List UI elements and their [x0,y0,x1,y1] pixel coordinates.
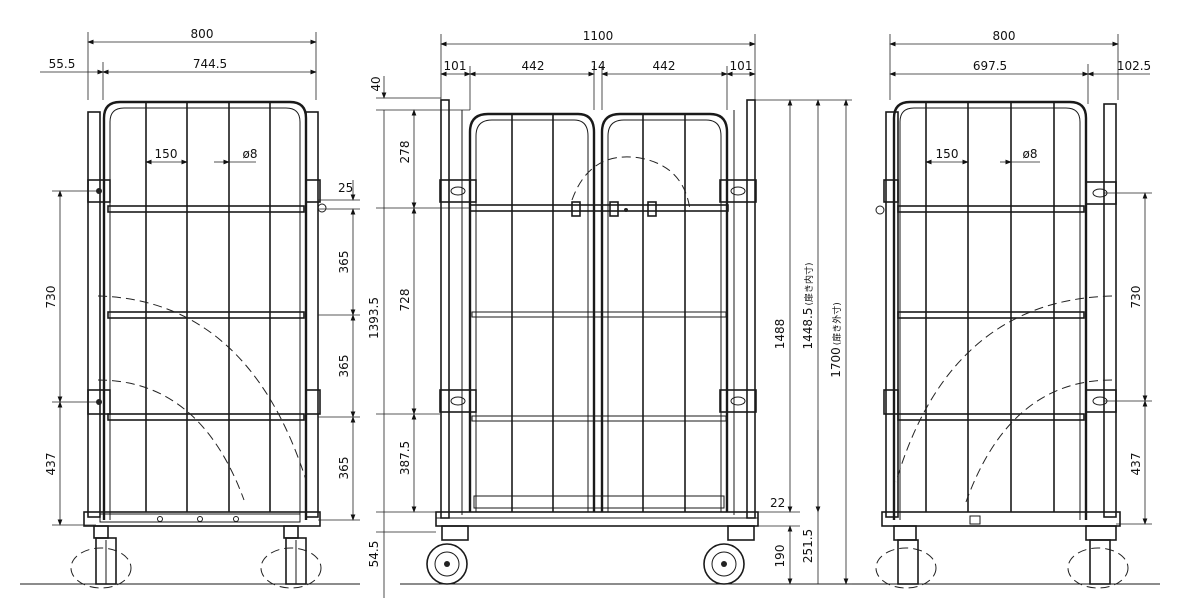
front-door-a-label: 442 [522,59,545,73]
left-height-seg2-label: 365 [337,355,351,378]
front-height-1488-label: 1488 [773,319,787,350]
right-width-total-label: 800 [993,29,1016,43]
right-side-view: 800 697.5 102.5 [860,29,1160,589]
front-height-1393-label: 1393.5 [367,297,381,339]
front-base-22-label: 22 [770,496,785,510]
right-height-lower-label: 437 [1129,453,1143,476]
left-pitch-label: 150 [155,147,178,161]
front-height-total-value: 1700 [829,347,843,378]
front-height-251-label: 251.5 [801,529,815,563]
left-offset-label: 55.5 [49,57,76,71]
left-height-top-label: 25 [338,181,353,195]
front-view: 1100 101 442 14 442 101 [367,29,860,598]
front-top-offset-label: 40 [369,76,383,91]
left-height-seg3-label: 365 [337,457,351,480]
right-offset-label: 102.5 [1117,59,1151,73]
front-height-inner-note: (扉き内寸) [803,262,815,305]
front-seg-728-label: 728 [398,289,412,312]
right-width-inner-label: 697.5 [973,59,1007,73]
front-door-b-label: 442 [653,59,676,73]
front-height-total-label: 1700 (扉き外寸) [829,302,843,378]
front-width-total-label: 1100 [583,29,614,43]
front-height-total-note: (扉き外寸) [831,302,843,345]
left-width-total-label: 800 [191,27,214,41]
front-side-b-label: 101 [730,59,753,73]
left-rod-dia-label: ø8 [243,147,258,161]
front-side-a-label: 101 [444,59,467,73]
front-base-offset-label: 54.5 [367,541,381,568]
right-height-upper-label: 730 [1129,286,1143,309]
left-height-seg1-label: 365 [337,251,351,274]
left-height-upper-label: 730 [44,286,58,309]
front-gap-label: 14 [590,59,605,73]
left-width-inner-label: 744.5 [193,57,227,71]
front-height-inner-value: 1448.5 [801,308,815,350]
front-base-190-label: 190 [773,545,787,568]
right-rod-dia-label: ø8 [1023,147,1038,161]
left-height-lower-label: 437 [44,453,58,476]
left-side-view: 800 55.5 744.5 [20,27,360,589]
front-height-inner-label: 1448.5 (扉き内寸) [801,262,815,349]
right-pitch-label: 150 [936,147,959,161]
front-seg-387-label: 387.5 [398,441,412,475]
front-seg-278-label: 278 [398,141,412,164]
